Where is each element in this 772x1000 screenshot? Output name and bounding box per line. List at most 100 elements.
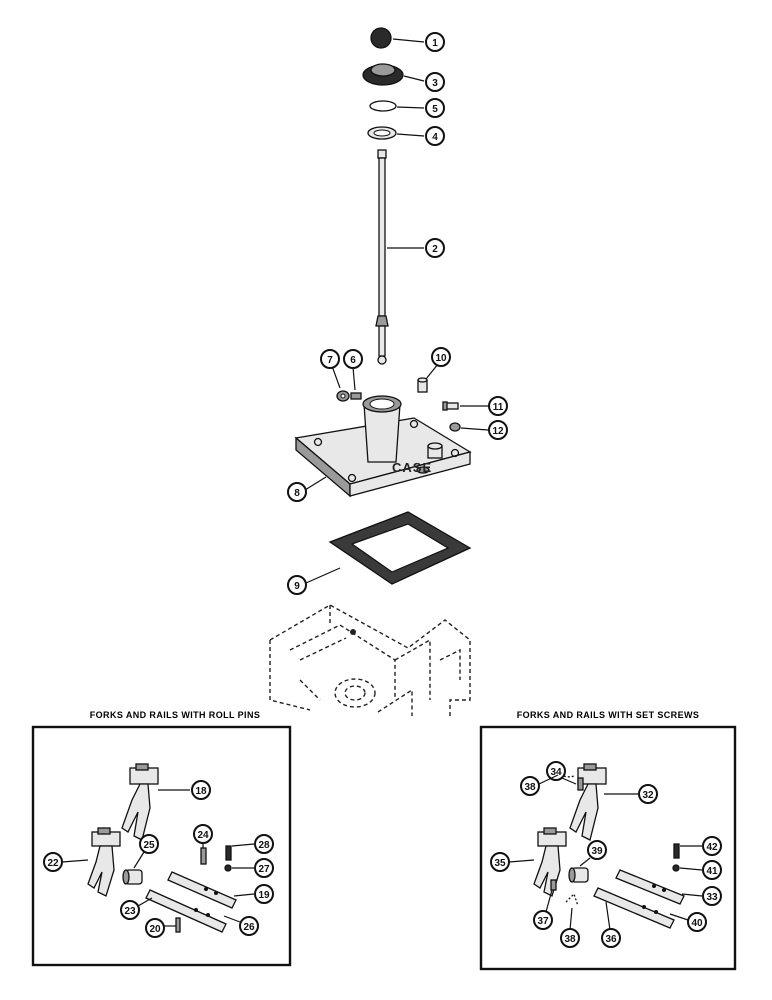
callout-36: 36 bbox=[601, 901, 621, 948]
callout-12: 12 bbox=[460, 420, 508, 440]
part-lock-wire-lower bbox=[565, 892, 579, 907]
svg-text:3: 3 bbox=[432, 78, 438, 89]
svg-text:6: 6 bbox=[350, 355, 356, 366]
svg-text:32: 32 bbox=[642, 790, 654, 801]
callout-2: 2 bbox=[387, 238, 445, 258]
inset-title-roll-pins: FORKS AND RAILS WITH ROLL PINS bbox=[90, 710, 261, 720]
part-shift-lever bbox=[375, 149, 389, 365]
callout-26: 26 bbox=[223, 915, 259, 936]
svg-text:38: 38 bbox=[524, 782, 536, 793]
part-boot bbox=[362, 63, 404, 86]
part-gasket bbox=[328, 511, 472, 585]
svg-text:27: 27 bbox=[258, 864, 270, 875]
part-roll-pin bbox=[200, 847, 207, 865]
callout-38-upper: 38 bbox=[520, 774, 559, 796]
part-lock-washer bbox=[449, 422, 461, 432]
cover-logo: CASE bbox=[392, 460, 432, 475]
part-rail-upper-ss bbox=[615, 869, 685, 905]
svg-text:25: 25 bbox=[143, 840, 155, 851]
svg-text:33: 33 bbox=[706, 892, 718, 903]
svg-text:35: 35 bbox=[494, 858, 506, 869]
inset-set-screws bbox=[479, 725, 737, 971]
svg-text:5: 5 bbox=[432, 104, 438, 115]
svg-text:26: 26 bbox=[243, 922, 255, 933]
callout-7: 7 bbox=[320, 349, 341, 389]
svg-text:4: 4 bbox=[432, 132, 438, 143]
callout-3: 3 bbox=[403, 72, 445, 92]
callout-42: 42 bbox=[680, 836, 722, 856]
inset-roll-pins bbox=[31, 725, 292, 967]
svg-text:41: 41 bbox=[706, 866, 718, 877]
callout-4: 4 bbox=[396, 126, 445, 146]
svg-text:12: 12 bbox=[492, 426, 504, 437]
svg-text:23: 23 bbox=[124, 906, 136, 917]
svg-text:28: 28 bbox=[258, 840, 270, 851]
callout-20: 20 bbox=[145, 918, 176, 938]
part-ball bbox=[224, 864, 232, 872]
part-shift-fork-lower bbox=[87, 827, 121, 897]
part-snap-ring bbox=[369, 100, 397, 112]
callout-5: 5 bbox=[396, 98, 445, 118]
part-set-screw-lower bbox=[550, 879, 557, 891]
part-washer bbox=[367, 126, 397, 140]
svg-text:10: 10 bbox=[435, 353, 447, 364]
housing-outline bbox=[269, 604, 471, 716]
callout-34: 34 bbox=[546, 761, 577, 785]
svg-text:11: 11 bbox=[493, 402, 504, 413]
part-shift-fork-lower-ss bbox=[533, 827, 567, 897]
callout-37: 37 bbox=[533, 889, 553, 930]
svg-text:19: 19 bbox=[258, 890, 270, 901]
svg-text:7: 7 bbox=[327, 355, 333, 366]
svg-text:24: 24 bbox=[197, 830, 209, 841]
callout-41: 41 bbox=[679, 860, 722, 880]
callout-38-lower: 38 bbox=[560, 907, 580, 948]
callout-27: 27 bbox=[232, 858, 274, 878]
part-pin bbox=[417, 377, 428, 393]
svg-text:22: 22 bbox=[47, 858, 59, 869]
svg-text:9: 9 bbox=[294, 581, 300, 592]
part-shift-fork-upper-ss bbox=[569, 763, 607, 841]
svg-text:42: 42 bbox=[706, 842, 718, 853]
callout-18: 18 bbox=[158, 780, 211, 800]
part-set-screw bbox=[350, 392, 362, 400]
part-rail-upper bbox=[167, 871, 237, 909]
callout-32: 32 bbox=[604, 784, 658, 804]
svg-text:1: 1 bbox=[432, 38, 438, 49]
part-spring-ss bbox=[673, 843, 680, 859]
part-cap-screw bbox=[442, 401, 459, 411]
svg-text:2: 2 bbox=[432, 244, 438, 255]
callout-35: 35 bbox=[490, 852, 535, 872]
svg-text:38: 38 bbox=[564, 934, 576, 945]
callout-10: 10 bbox=[425, 347, 451, 380]
callout-33: 33 bbox=[681, 886, 722, 906]
part-roll-pin-lower bbox=[175, 917, 181, 933]
svg-text:39: 39 bbox=[591, 846, 603, 857]
callout-28: 28 bbox=[231, 834, 274, 854]
callout-39: 39 bbox=[579, 840, 607, 867]
part-rail-lower bbox=[145, 889, 227, 933]
callout-22: 22 bbox=[43, 852, 89, 872]
part-set-screw-upper bbox=[577, 777, 584, 791]
callout-23: 23 bbox=[120, 897, 153, 920]
callout-24: 24 bbox=[193, 824, 213, 848]
part-rail-lower-ss bbox=[593, 887, 675, 929]
svg-text:40: 40 bbox=[691, 918, 703, 929]
callout-25: 25 bbox=[133, 834, 159, 869]
part-spring bbox=[225, 845, 232, 861]
part-cover-plate: CASE bbox=[294, 395, 472, 498]
callout-1: 1 bbox=[392, 32, 445, 52]
inset-title-set-screws: FORKS AND RAILS WITH SET SCREWS bbox=[517, 710, 700, 720]
callout-9: 9 bbox=[287, 567, 341, 595]
part-knob bbox=[370, 27, 392, 49]
svg-text:20: 20 bbox=[149, 924, 161, 935]
part-shift-fork-upper bbox=[121, 763, 159, 841]
svg-text:8: 8 bbox=[294, 488, 300, 499]
callout-19: 19 bbox=[233, 884, 274, 904]
part-nut bbox=[336, 390, 350, 402]
callout-11: 11 bbox=[460, 396, 508, 416]
callout-8: 8 bbox=[287, 476, 327, 502]
svg-text:36: 36 bbox=[605, 934, 617, 945]
svg-text:34: 34 bbox=[550, 767, 562, 778]
part-bushing-ss bbox=[568, 867, 589, 883]
